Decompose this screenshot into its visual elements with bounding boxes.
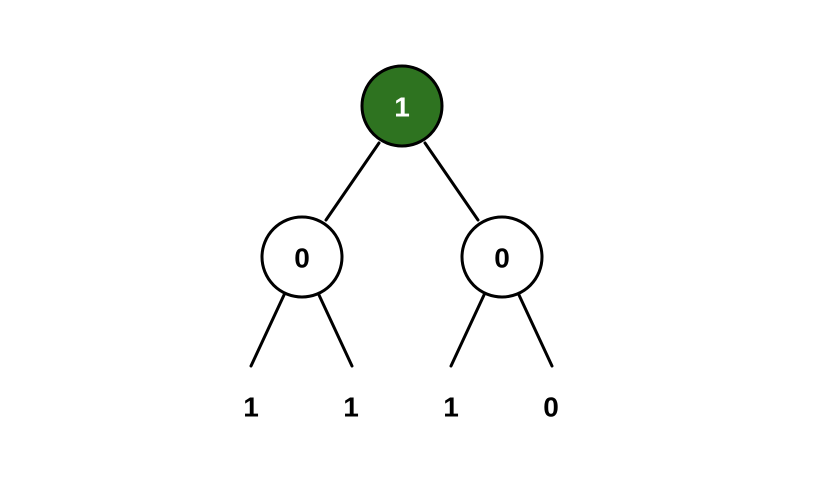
internal-node-label: 0 xyxy=(494,243,510,274)
edge-left-leaf-1 xyxy=(249,293,286,368)
root-node: 1 xyxy=(360,64,444,148)
internal-node-label: 0 xyxy=(294,243,310,274)
edge-root-right xyxy=(423,141,480,222)
leaf-label: 0 xyxy=(543,392,559,423)
internal-node-left: 0 xyxy=(260,215,344,299)
root-node-label: 1 xyxy=(394,92,410,123)
leaf-label: 1 xyxy=(443,392,459,423)
leaf-label: 1 xyxy=(343,392,359,423)
edge-left-leaf-2 xyxy=(317,293,354,368)
internal-node-circle xyxy=(260,215,344,299)
root-node-circle xyxy=(360,64,444,148)
edge-right-leaf-2 xyxy=(517,293,554,368)
edge-root-left xyxy=(324,141,381,222)
internal-node-circle xyxy=(460,215,544,299)
leaf-label: 1 xyxy=(243,392,259,423)
edge-right-leaf-1 xyxy=(449,293,486,368)
internal-node-right: 0 xyxy=(460,215,544,299)
